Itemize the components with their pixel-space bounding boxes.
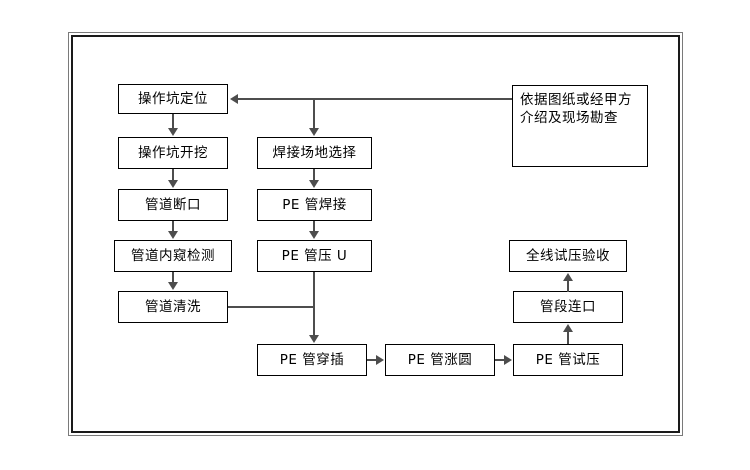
edge-pe-welding-to-u-arrow [309,231,319,239]
node-pipeline-break[interactable]: 管道断口 [118,189,228,221]
node-pe-pipe-rerounding[interactable]: PE 管涨圆 [385,344,495,376]
node-pipeline-cleaning[interactable]: 管道清洗 [118,291,228,323]
edge-break-to-endoscopy-arrow [168,231,178,239]
edge-endoscopy-to-cleaning-arrow [168,282,178,290]
edge-u-to-insertion-line [313,272,315,336]
edge-basis-to-location-arrow [230,94,238,104]
node-pipe-section-joint[interactable]: 管段连口 [513,291,623,323]
node-pe-pipe-insertion[interactable]: PE 管穿插 [257,344,367,376]
node-pe-pipe-pressure-test[interactable]: PE 管试压 [513,344,623,376]
node-drawing-survey-basis[interactable]: 依据图纸或经甲方 介绍及现场勘查 [512,85,648,167]
edge-joint-to-acceptance-line [567,281,569,292]
edge-basis-branch-to-welding-arrow [309,128,319,136]
edge-joint-to-acceptance-arrow [563,273,573,281]
edge-pe-welding-to-u-line [313,221,315,232]
edge-break-to-endoscopy-line [172,221,174,232]
edge-rerounding-to-pressure-test-line [495,359,505,361]
edge-insertion-to-rerounding-line [367,359,377,361]
edge-welding-site-to-pe-welding-arrow [309,180,319,188]
edge-pressure-test-to-joint-arrow [563,324,573,332]
edge-excavation-to-break-arrow [168,180,178,188]
edge-insertion-to-rerounding-arrow [376,355,384,365]
node-pe-pipe-welding[interactable]: PE 管焊接 [257,189,372,221]
node-pe-pipe-u-compression[interactable]: PE 管压 U [257,240,372,272]
node-operation-pit-excavation[interactable]: 操作坑开挖 [118,137,228,169]
node-operation-pit-location[interactable]: 操作坑定位 [118,84,228,114]
edge-cleaning-to-trunk-line [228,306,315,308]
edge-location-to-excavation-arrow [168,128,178,136]
edge-welding-site-to-pe-welding-line [313,169,315,181]
edge-u-to-insertion-arrow [309,335,319,343]
edge-basis-to-location-line [238,98,512,100]
edge-pressure-test-to-joint-line [567,332,569,344]
edge-endoscopy-to-cleaning-line [172,272,174,283]
node-pipeline-endoscopy[interactable]: 管道内窥检测 [114,240,232,272]
edge-basis-branch-to-welding-line [313,98,315,129]
edge-location-to-excavation-line [172,114,174,129]
node-full-line-acceptance[interactable]: 全线试压验收 [509,240,627,272]
node-welding-site-selection[interactable]: 焊接场地选择 [257,137,372,169]
edge-rerounding-to-pressure-test-arrow [504,355,512,365]
edge-excavation-to-break-line [172,169,174,181]
